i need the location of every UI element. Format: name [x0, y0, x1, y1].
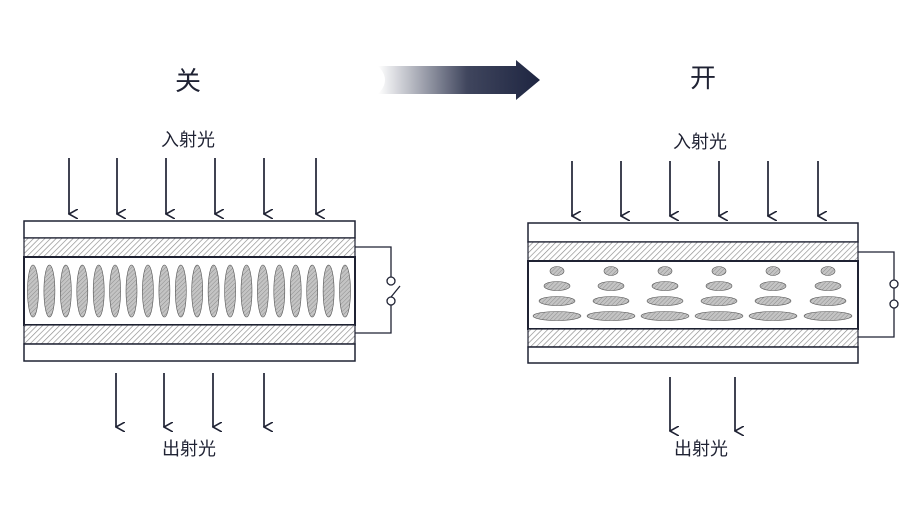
- molecule: [651, 281, 679, 291]
- on-incident-arrows: [572, 161, 818, 216]
- on-circuit: [858, 251, 895, 338]
- molecule: [158, 264, 171, 318]
- molecule: [207, 264, 220, 318]
- off-circuit: [355, 246, 392, 334]
- molecule: [92, 264, 105, 318]
- on-exit-arrows: [670, 377, 735, 431]
- molecule: [748, 311, 798, 321]
- molecule: [532, 311, 582, 321]
- molecule: [339, 264, 351, 318]
- on-incident-label: 入射光: [673, 132, 727, 153]
- molecule: [175, 264, 187, 318]
- off-bottom-glass: [23, 343, 356, 362]
- molecule: [759, 281, 787, 291]
- molecule: [765, 266, 781, 276]
- molecule: [700, 296, 738, 306]
- molecule: [322, 264, 335, 318]
- off-incident-arrows: [69, 158, 316, 214]
- off-panel: [23, 158, 401, 427]
- molecule: [705, 281, 733, 291]
- molecule: [809, 296, 847, 306]
- gradient-right-arrow-icon: [378, 60, 540, 100]
- on-liquid-crystal-layer: [527, 260, 859, 330]
- molecule: [543, 281, 571, 291]
- off-exit-label: 出射光: [162, 439, 216, 460]
- molecule: [592, 296, 630, 306]
- on-molecules: [532, 266, 853, 321]
- off-molecules: [27, 264, 351, 318]
- molecule: [125, 264, 138, 318]
- molecule: [814, 281, 842, 291]
- on-panel: [527, 161, 899, 431]
- on-bottom-glass: [527, 346, 859, 364]
- molecule: [76, 264, 89, 318]
- molecule: [603, 266, 619, 276]
- molecule: [240, 264, 253, 318]
- molecule: [646, 296, 684, 306]
- molecule: [640, 311, 690, 321]
- off-top-glass: [23, 220, 356, 239]
- off-exit-arrows: [116, 373, 264, 427]
- off-top-electrode: [23, 237, 356, 258]
- molecule: [109, 264, 121, 318]
- molecule: [711, 266, 727, 276]
- molecule: [273, 264, 286, 318]
- on-bottom-electrode: [527, 328, 859, 348]
- molecule: [142, 264, 154, 318]
- off-title: 关: [175, 67, 201, 97]
- molecule: [549, 266, 565, 276]
- molecule: [820, 266, 836, 276]
- switch-icon[interactable]: [889, 279, 899, 309]
- molecule: [27, 264, 39, 318]
- switch-icon[interactable]: [386, 276, 401, 306]
- on-title: 开: [690, 64, 716, 94]
- molecule: [43, 264, 56, 318]
- off-bottom-electrode: [23, 324, 356, 345]
- molecule: [803, 311, 853, 321]
- molecule: [694, 311, 744, 321]
- on-top-electrode: [527, 241, 859, 262]
- on-top-glass: [527, 222, 859, 243]
- molecule: [60, 264, 72, 318]
- molecule: [657, 266, 673, 276]
- molecule: [586, 311, 636, 321]
- molecule: [191, 264, 203, 318]
- molecule: [306, 264, 319, 318]
- molecule: [257, 264, 269, 318]
- molecule: [289, 264, 302, 318]
- off-liquid-crystal-layer: [23, 256, 356, 326]
- molecule: [754, 296, 792, 306]
- molecule: [224, 264, 236, 318]
- off-incident-label: 入射光: [161, 130, 215, 151]
- on-exit-label: 出射光: [674, 439, 728, 460]
- molecule: [538, 296, 576, 306]
- molecule: [597, 281, 625, 291]
